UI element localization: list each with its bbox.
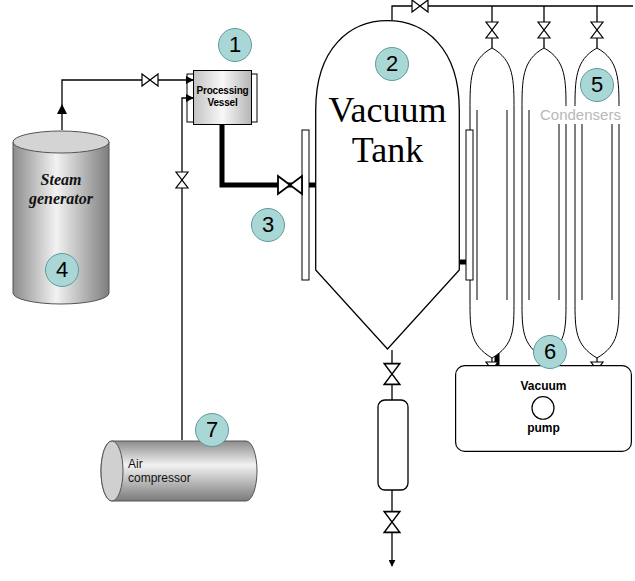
callout-number: 2 — [375, 47, 409, 81]
node-label: Processing Vessel — [195, 71, 251, 109]
vacuum-pump: Vacuum pump — [455, 365, 632, 452]
callout-number: 7 — [195, 413, 229, 447]
processing-vessel: Processing Vessel — [193, 70, 252, 125]
callout-number: 5 — [580, 68, 614, 102]
node-label: Vacuum pump — [513, 365, 575, 449]
supply-pipe — [182, 98, 193, 440]
callout-number: 6 — [533, 335, 567, 369]
callout-number: 4 — [45, 253, 79, 287]
supply-pipe — [62, 80, 193, 130]
callout-number: 1 — [218, 28, 252, 62]
node-label: Condensers — [538, 106, 623, 124]
air-compressor: Air compressor — [100, 440, 258, 502]
node-label: Air compressor — [128, 440, 202, 485]
callout-number: 3 — [251, 208, 285, 242]
vacuum-pump-outline — [455, 365, 632, 452]
node-label: Steam generator — [19, 130, 103, 208]
node-label: Vacuum Tank — [318, 20, 458, 170]
